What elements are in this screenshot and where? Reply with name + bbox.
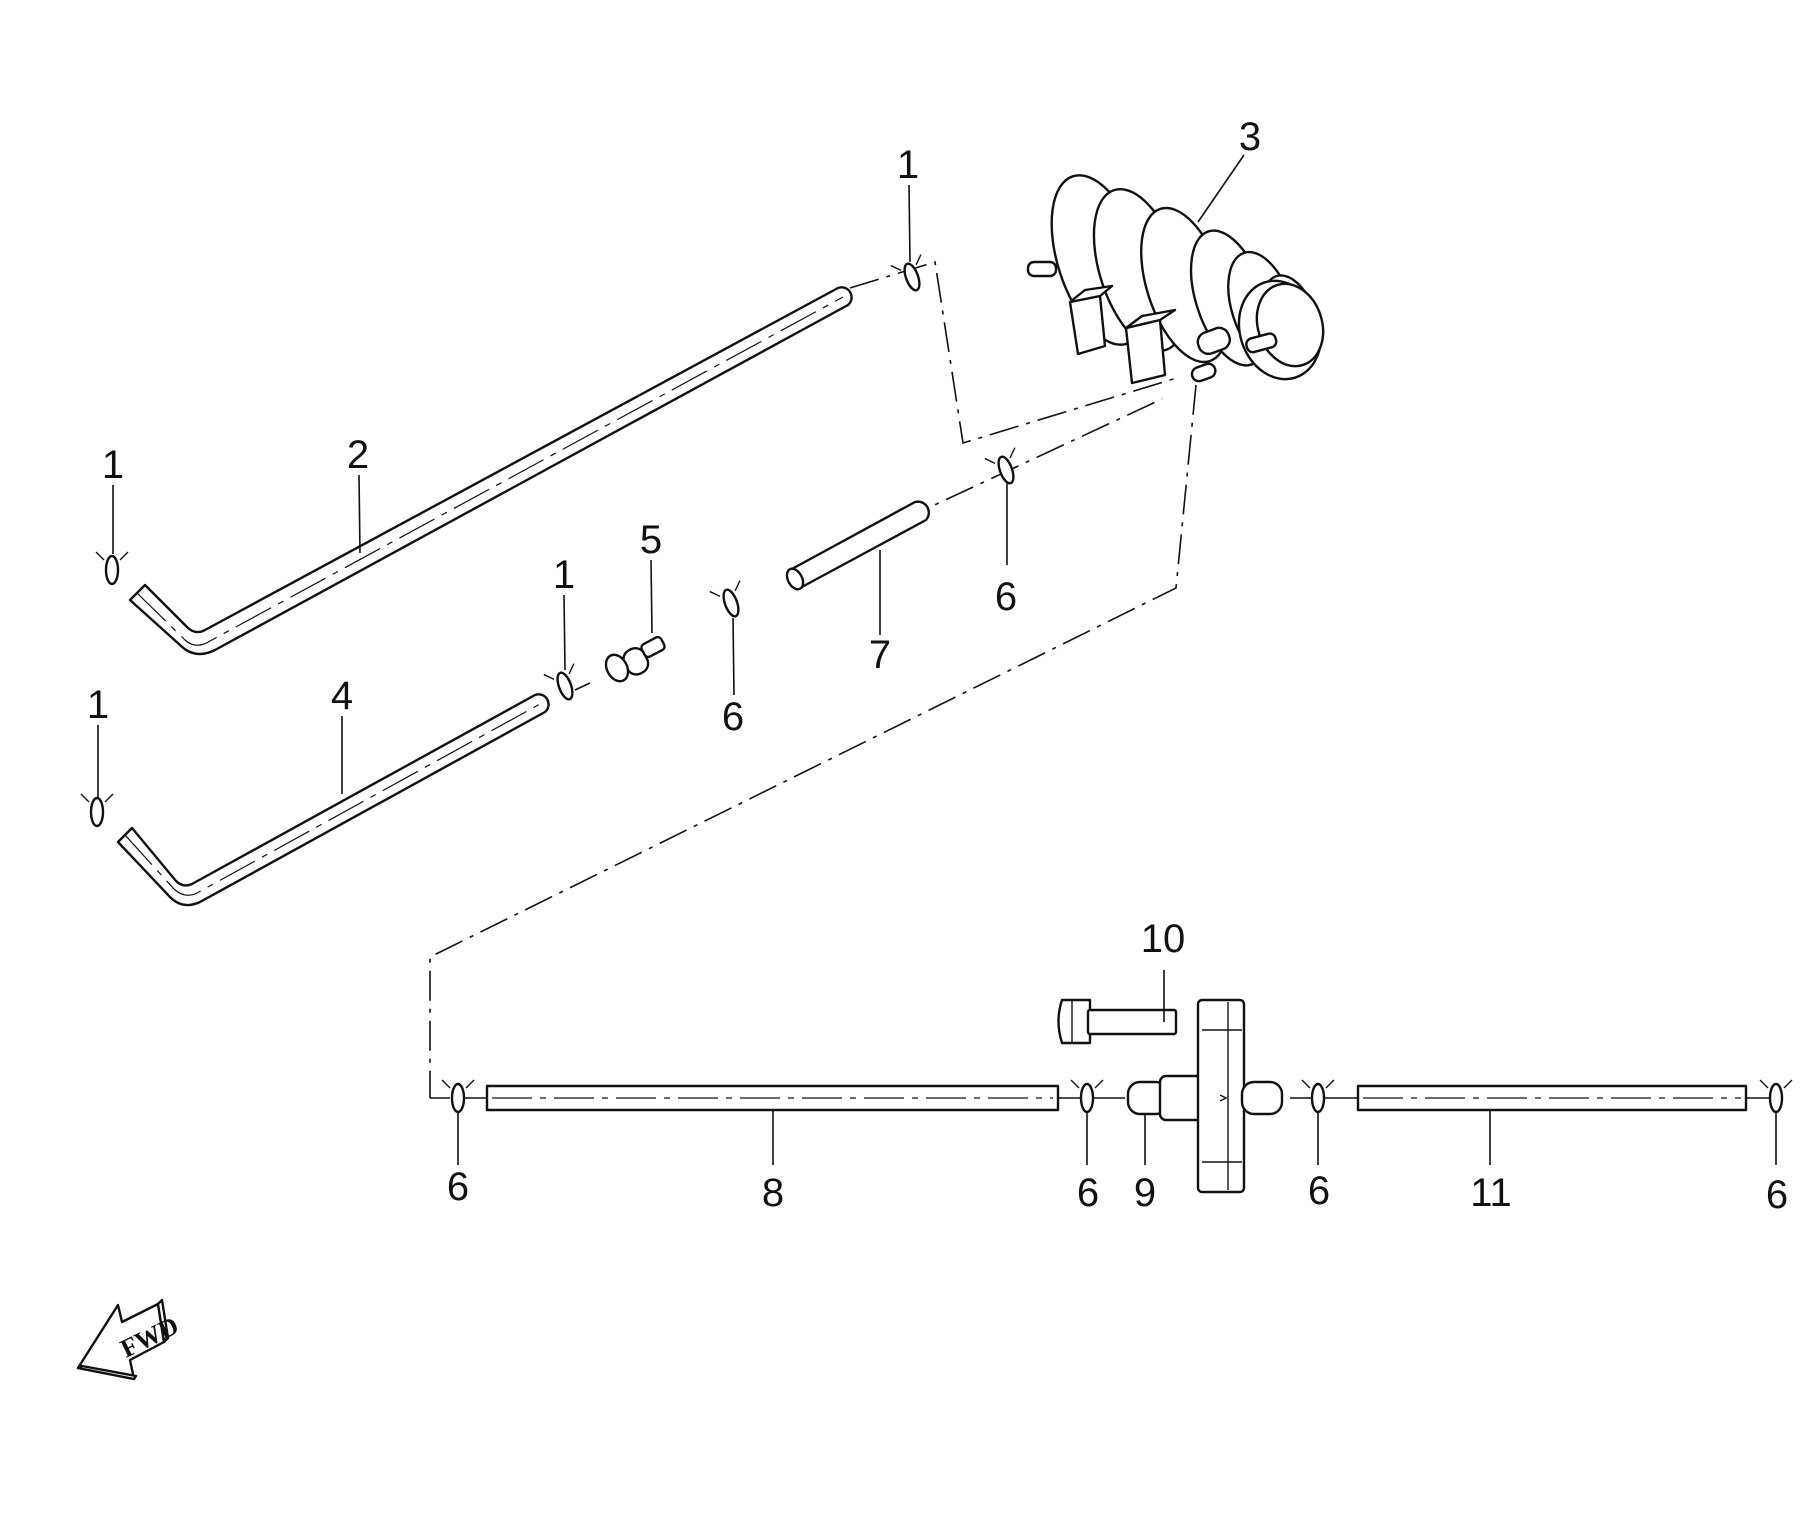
callout-1-left-lower: 1 xyxy=(87,683,109,727)
clamp-6-mid xyxy=(709,580,741,618)
callout-9: 9 xyxy=(1134,1171,1156,1215)
canister-part-3 xyxy=(1026,174,1325,385)
connection-lines xyxy=(429,260,1197,1099)
callout-6-bottom-a: 6 xyxy=(447,1165,469,1209)
callout-6-bottom-c: 6 xyxy=(1308,1169,1330,1213)
hose-part-7 xyxy=(785,500,931,591)
hose-part-2 xyxy=(128,286,853,656)
callout-1-left-upper: 1 xyxy=(102,443,124,487)
fwd-arrow-icon: FWD xyxy=(76,1298,183,1381)
callout-1-top: 1 xyxy=(897,143,919,187)
clamp-1-top xyxy=(890,254,922,292)
clamp-1-mid xyxy=(543,663,575,701)
callout-11: 11 xyxy=(1470,1171,1512,1215)
callout-8: 8 xyxy=(762,1171,784,1215)
hose-part-8 xyxy=(485,1084,1060,1112)
valve-part-9 xyxy=(1126,998,1284,1194)
fitting-part-5 xyxy=(604,635,666,683)
hose-part-4 xyxy=(116,693,550,907)
callout-2: 2 xyxy=(347,433,369,477)
callout-6-mid: 6 xyxy=(722,695,744,739)
clamp-1-left-upper xyxy=(95,551,129,586)
hose-part-11 xyxy=(1356,1084,1748,1112)
bolt-part-10 xyxy=(1057,998,1178,1045)
callout-1-mid: 1 xyxy=(553,553,575,597)
callout-5: 5 xyxy=(640,518,662,562)
callout-6-bottom-b: 6 xyxy=(1077,1171,1099,1215)
leader-lines xyxy=(97,154,1777,1165)
clamp-1-left-lower xyxy=(80,793,114,828)
clamp-6-bottom-c xyxy=(1301,1079,1335,1114)
callout-6-upper: 6 xyxy=(995,575,1017,619)
callouts: 1 1 1 1 2 3 4 5 6 6 6 6 6 6 7 8 9 10 11 xyxy=(87,115,1788,1217)
callout-7: 7 xyxy=(869,633,891,677)
callout-6-bottom-d: 6 xyxy=(1766,1173,1788,1217)
callout-4: 4 xyxy=(331,674,353,718)
callout-3: 3 xyxy=(1239,115,1261,159)
clamp-6-bottom-d xyxy=(1759,1079,1793,1114)
clamp-6-bottom-a xyxy=(441,1079,475,1114)
clamp-6-upper xyxy=(984,447,1016,485)
clamp-6-bottom-b xyxy=(1070,1079,1104,1114)
callout-10: 10 xyxy=(1141,917,1186,961)
